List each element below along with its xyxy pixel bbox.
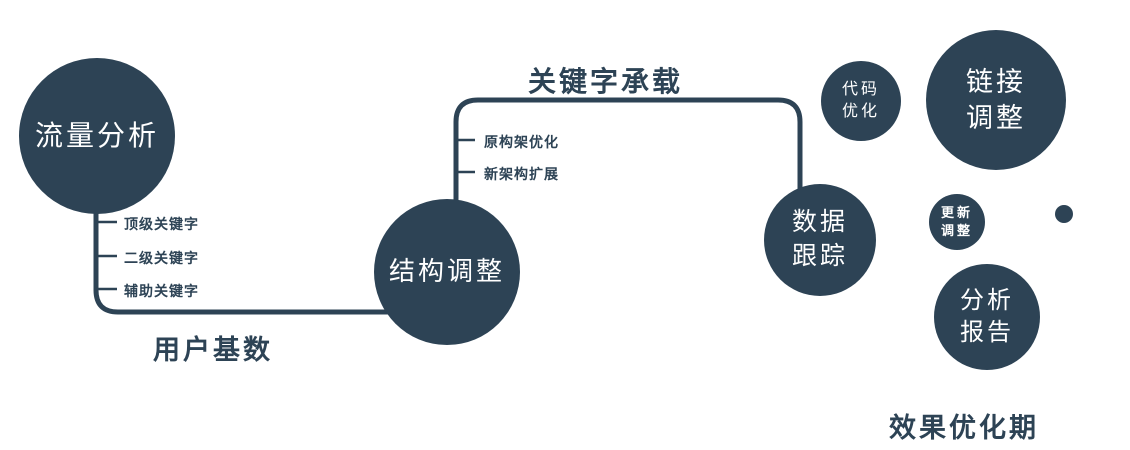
node-update-adjustment: 更新 调整 bbox=[929, 194, 985, 250]
node-link-adjustment-line2: 调整 bbox=[966, 103, 1026, 133]
tick-label-second-level-keywords: 二级关键字 bbox=[124, 250, 199, 266]
node-analysis-report-line1: 分析 bbox=[960, 286, 1014, 314]
node-code-optimization: 代码 优化 bbox=[821, 61, 901, 141]
label-footer-effect-optimization: 效果优化期 bbox=[889, 413, 1039, 443]
node-code-optimization-line1: 代码 bbox=[841, 81, 880, 99]
node-data-tracking-line2: 跟踪 bbox=[791, 242, 848, 270]
node-code-optimization-line2: 优化 bbox=[841, 103, 880, 120]
node-link-adjustment-line1: 链接 bbox=[966, 66, 1026, 97]
node-data-tracking: 数据 跟踪 bbox=[764, 184, 876, 296]
tick-label-original-architecture: 原构架优化 bbox=[484, 134, 559, 150]
node-link-adjustment: 链接 调整 bbox=[926, 30, 1066, 170]
node-update-adjustment-line2: 调整 bbox=[940, 223, 973, 238]
node-structure-adjustment-label: 结构调整 bbox=[388, 256, 505, 287]
node-traffic-analysis-label: 流量分析 bbox=[34, 120, 159, 152]
label-user-base: 用户基数 bbox=[153, 335, 273, 365]
tick-label-auxiliary-keywords: 辅助关键字 bbox=[124, 283, 199, 299]
tick-label-new-architecture: 新架构扩展 bbox=[484, 166, 559, 182]
node-data-tracking-line1: 数据 bbox=[791, 208, 848, 237]
label-keyword-load: 关键字承载 bbox=[528, 66, 684, 97]
tick-label-top-level-keywords: 顶级关键字 bbox=[124, 216, 199, 232]
node-update-adjustment-line1: 更新 bbox=[940, 205, 973, 221]
node-dot bbox=[1055, 205, 1073, 223]
node-traffic-analysis: 流量分析 bbox=[19, 58, 175, 214]
connector-structure-to-tracking bbox=[453, 97, 803, 212]
node-analysis-report: 分析 报告 bbox=[934, 264, 1040, 370]
node-analysis-report-line2: 报告 bbox=[960, 319, 1014, 346]
node-structure-adjustment: 结构调整 bbox=[374, 199, 520, 345]
